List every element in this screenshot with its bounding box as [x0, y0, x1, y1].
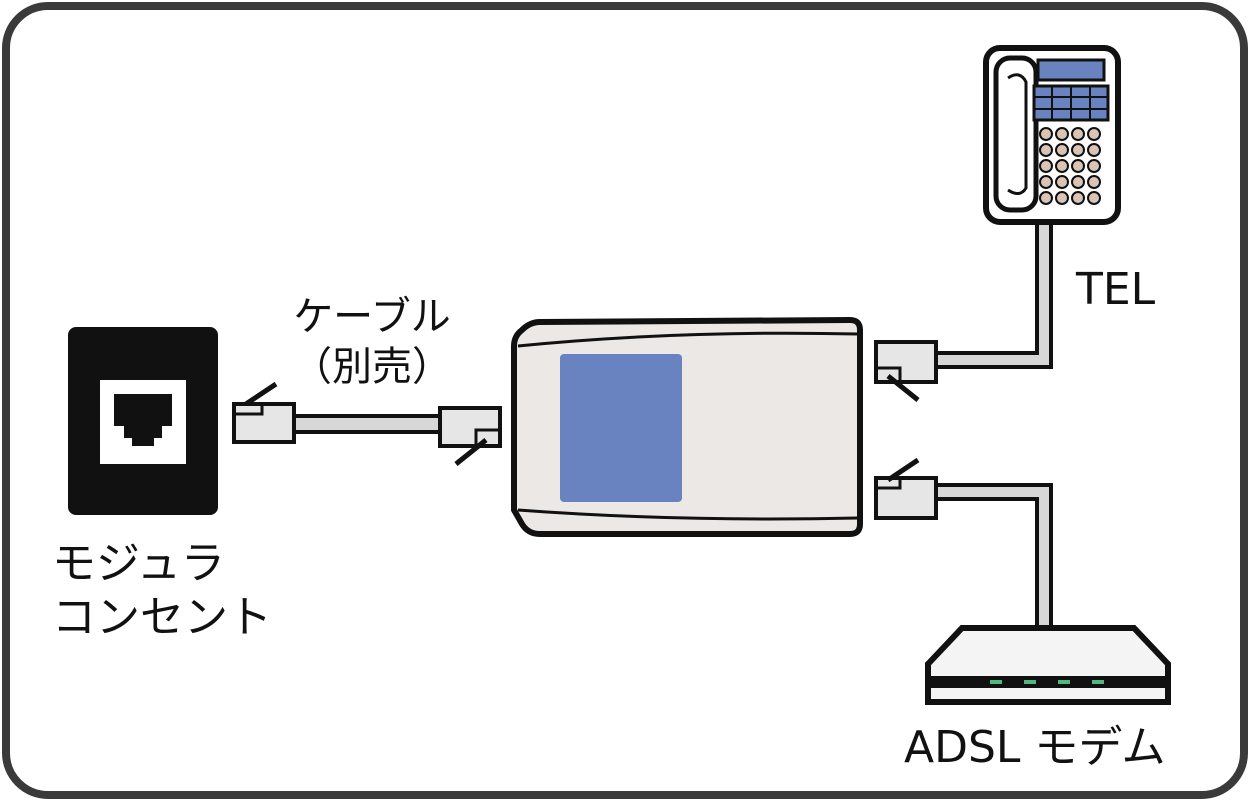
cable-plug-left-clip: [244, 381, 278, 407]
modem-led: [1092, 680, 1104, 684]
tel-line: [874, 222, 1053, 402]
splitter-panel: [560, 354, 682, 502]
splitter-device: [511, 316, 863, 537]
outlet-socket-icon: [114, 394, 172, 446]
tel-label: TEL: [1075, 264, 1156, 315]
modem-icon: [925, 625, 1171, 705]
cable-plug-right-clip: [454, 438, 488, 466]
modem-led: [1058, 680, 1070, 684]
cable-plug-left: [232, 402, 296, 444]
modem-line: [874, 457, 1053, 628]
telephone-handset: [993, 55, 1039, 213]
modular-outlet: [68, 327, 218, 515]
tel-port-plug: [874, 340, 938, 384]
cable-label-line2: （別売）: [292, 344, 452, 390]
modular-outlet-label-line2: コンセント: [52, 592, 272, 643]
modem-body: [925, 625, 1171, 705]
telephone-icon: [983, 45, 1121, 225]
modem-band: [930, 676, 1166, 688]
telephone-display: [1036, 58, 1106, 82]
modem-port-plug: [874, 476, 938, 520]
modular-outlet-label-line1: モジュラ: [52, 538, 225, 589]
modem-label: ADSL モデム: [904, 722, 1166, 773]
modem-led: [990, 680, 1002, 684]
modem-led: [1024, 680, 1036, 684]
cable-label-line1: ケーブル: [293, 294, 451, 340]
cable-body: [290, 414, 444, 434]
telephone-keypad: [1039, 127, 1101, 205]
cable-plug-right: [438, 406, 502, 448]
phone-cable: [232, 381, 502, 466]
